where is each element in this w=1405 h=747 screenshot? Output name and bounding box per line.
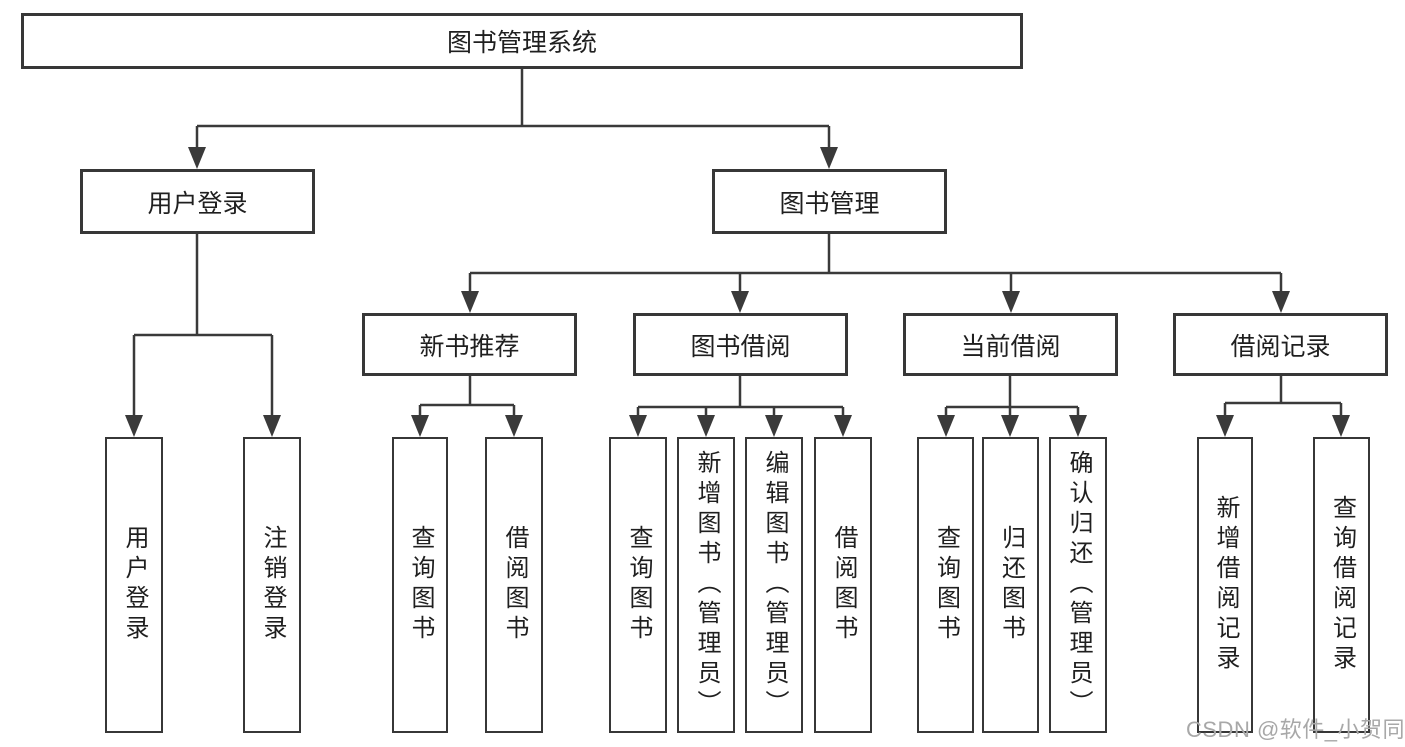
leaf-borrow-books: 借阅图书 bbox=[814, 437, 872, 733]
arrowhead bbox=[125, 415, 143, 437]
arrowhead bbox=[505, 415, 523, 437]
leaf-return-books: 归还图书 bbox=[982, 437, 1039, 733]
node-user-login: 用户登录 bbox=[80, 169, 315, 234]
leaf-query-books-recommend: 查询图书 bbox=[392, 437, 448, 733]
node-borrowing-records: 借阅记录 bbox=[1173, 313, 1388, 376]
leaf-label: 确认归还（管理员） bbox=[1065, 450, 1092, 720]
leaf-label: 借阅图书 bbox=[830, 525, 857, 645]
leaf-label: 归还图书 bbox=[997, 525, 1025, 645]
arrowhead bbox=[731, 291, 749, 313]
leaf-edit-books-admin: 编辑图书（管理员） bbox=[745, 437, 803, 733]
leaf-label: 查询图书 bbox=[932, 525, 960, 645]
arrowhead bbox=[820, 147, 838, 169]
node-label: 图书借阅 bbox=[690, 332, 791, 361]
leaf-query-books-current: 查询图书 bbox=[917, 437, 974, 733]
leaf-label: 新增借阅记录 bbox=[1212, 495, 1239, 675]
node-current-borrowing: 当前借阅 bbox=[903, 313, 1118, 376]
node-label: 用户登录 bbox=[147, 189, 248, 218]
node-label: 图书管理系统 bbox=[446, 29, 597, 57]
leaf-label: 注销登录 bbox=[259, 525, 286, 645]
leaf-add-books-admin: 新增图书（管理员） bbox=[677, 437, 735, 733]
arrowhead bbox=[461, 291, 479, 313]
arrowhead bbox=[937, 415, 955, 437]
leaf-label: 新增图书（管理员） bbox=[693, 450, 720, 720]
arrowhead bbox=[834, 415, 852, 437]
leaf-borrow-books-recommend: 借阅图书 bbox=[485, 437, 543, 733]
node-label: 图书管理 bbox=[779, 189, 880, 218]
leaf-label: 查询借阅记录 bbox=[1328, 495, 1356, 675]
leaf-label: 查询图书 bbox=[625, 525, 652, 645]
node-label: 当前借阅 bbox=[960, 332, 1061, 361]
leaf-query-books-borrow: 查询图书 bbox=[609, 437, 667, 733]
leaf-user-login: 用户登录 bbox=[105, 437, 163, 733]
leaf-add-borrow-record: 新增借阅记录 bbox=[1197, 437, 1253, 733]
node-book-management: 图书管理 bbox=[712, 169, 947, 234]
leaf-query-borrow-record: 查询借阅记录 bbox=[1313, 437, 1370, 733]
arrowhead bbox=[1332, 415, 1350, 437]
leaf-logout: 注销登录 bbox=[243, 437, 301, 733]
arrowhead bbox=[1069, 415, 1087, 437]
leaf-label: 借阅图书 bbox=[501, 525, 528, 645]
leaf-confirm-return-admin: 确认归还（管理员） bbox=[1049, 437, 1107, 733]
node-label: 借阅记录 bbox=[1230, 332, 1331, 361]
csdn-watermark: CSDN @软件_小贺同学 bbox=[1186, 717, 1405, 742]
arrowhead bbox=[1002, 291, 1020, 313]
arrowhead bbox=[1216, 415, 1234, 437]
arrowhead bbox=[1001, 415, 1019, 437]
arrowhead bbox=[188, 147, 206, 169]
arrowhead bbox=[1272, 291, 1290, 313]
node-label: 新书推荐 bbox=[419, 332, 520, 361]
arrowhead bbox=[263, 415, 281, 437]
arrowhead bbox=[629, 415, 647, 437]
node-library-system: 图书管理系统 bbox=[21, 13, 1023, 69]
node-book-borrowing: 图书借阅 bbox=[633, 313, 848, 376]
leaf-label: 编辑图书（管理员） bbox=[761, 450, 788, 720]
leaf-label: 用户登录 bbox=[121, 525, 148, 645]
arrowhead bbox=[411, 415, 429, 437]
arrowhead bbox=[765, 415, 783, 437]
leaf-label: 查询图书 bbox=[407, 525, 434, 645]
node-new-book-recommendation: 新书推荐 bbox=[362, 313, 577, 376]
arrowhead bbox=[697, 415, 715, 437]
